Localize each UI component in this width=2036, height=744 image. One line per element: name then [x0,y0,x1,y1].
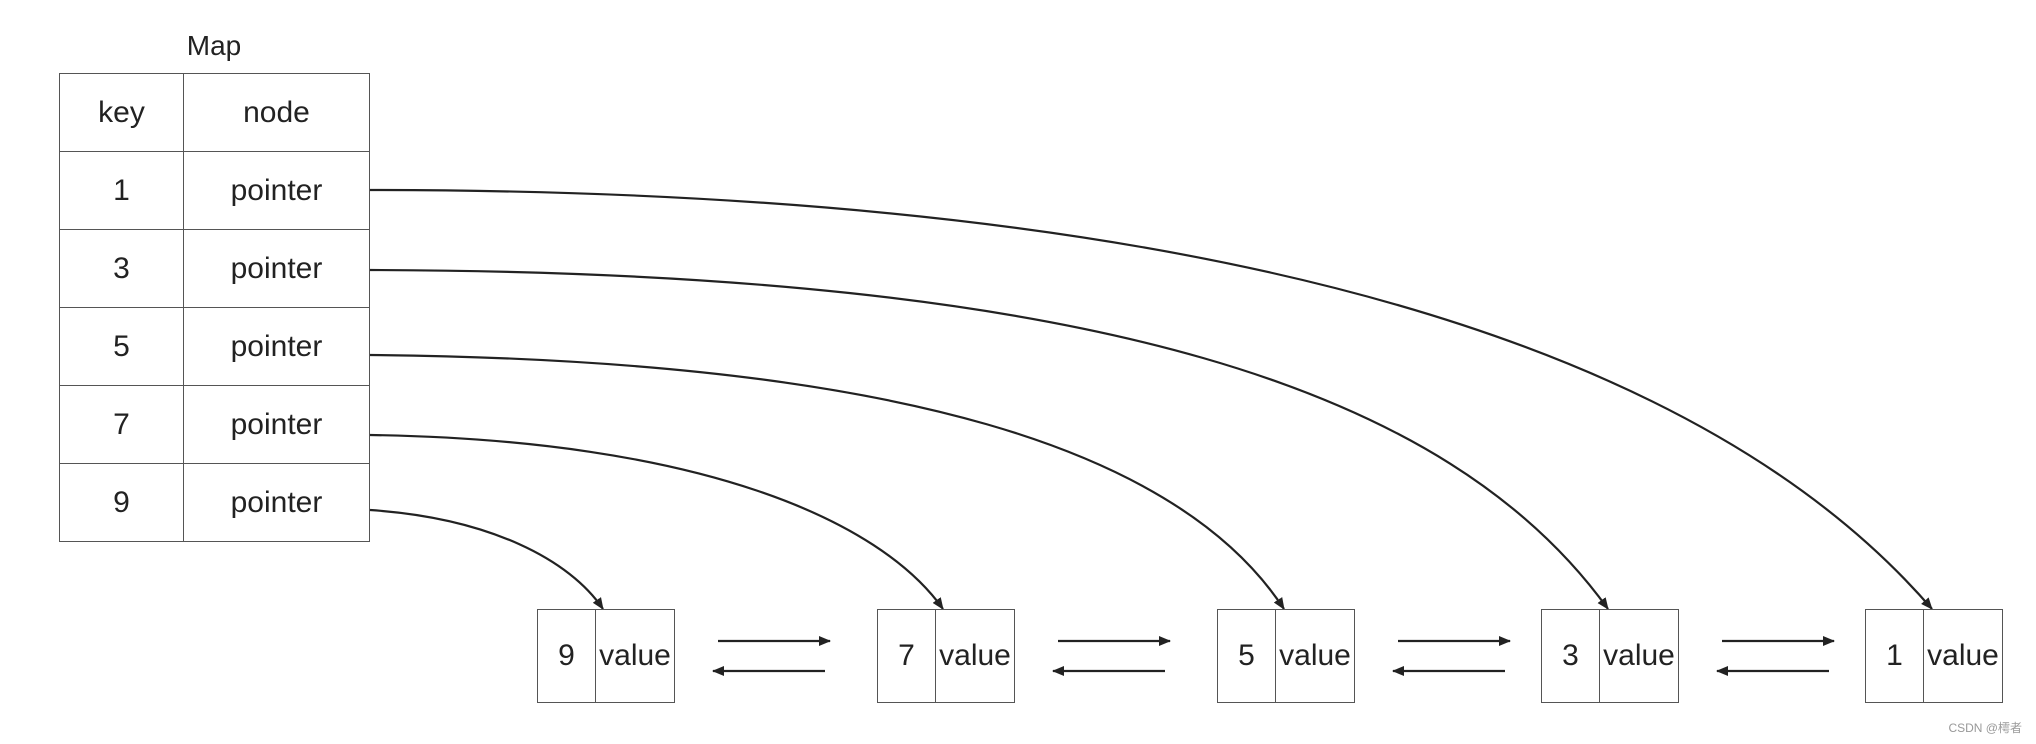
map-row: 3 pointer [59,229,370,308]
map-row-pointer: pointer [183,307,370,386]
map-header-row: key node [59,73,370,152]
list-node-5: 5 value [1217,609,1355,703]
map-table: key node 1 pointer 3 pointer 5 pointer 7… [59,73,370,542]
map-row-pointer: pointer [183,463,370,542]
list-node-value: value [939,639,1011,672]
list-node-value: value [1603,639,1675,672]
link-9-7 [712,636,831,676]
map-row: 5 pointer [59,307,370,386]
map-title: Map [186,30,242,61]
map-row: 7 pointer [59,385,370,464]
list-node-9: 9 value [537,609,675,703]
list-node-key: 3 [1542,610,1600,702]
map-row-key: 1 [59,151,184,230]
list-node-7: 7 value [877,609,1015,703]
list-node-value: value [599,639,671,672]
link-3-1 [1716,636,1835,676]
map-row: 9 pointer [59,463,370,542]
map-row-pointer: pointer [183,385,370,464]
list-node-key: 5 [1218,610,1276,702]
map-row-key: 9 [59,463,184,542]
pointer-arrow-3 [369,268,1609,610]
map-row-key: 5 [59,307,184,386]
list-node-3: 3 value [1541,609,1679,703]
list-node-value: value [1279,639,1351,672]
pointer-arrow-1 [369,188,1933,610]
pointer-arrow-5 [369,353,1285,610]
map-row-pointer: pointer [183,229,370,308]
map-row: 1 pointer [59,151,370,230]
pointer-arrow-9 [369,508,604,610]
map-row-key: 3 [59,229,184,308]
pointer-arrow-7 [369,433,944,610]
list-node-key: 1 [1866,610,1924,702]
map-header-node: node [183,73,370,152]
link-7-5 [1052,636,1171,676]
map-header-key: key [59,73,184,152]
list-node-value: value [1927,639,1999,672]
list-node-1: 1 value [1865,609,2003,703]
map-row-pointer: pointer [183,151,370,230]
link-5-3 [1392,636,1511,676]
list-node-key: 9 [538,610,596,702]
map-row-key: 7 [59,385,184,464]
watermark: CSDN @樗者 [1948,721,2022,735]
list-node-key: 7 [878,610,936,702]
